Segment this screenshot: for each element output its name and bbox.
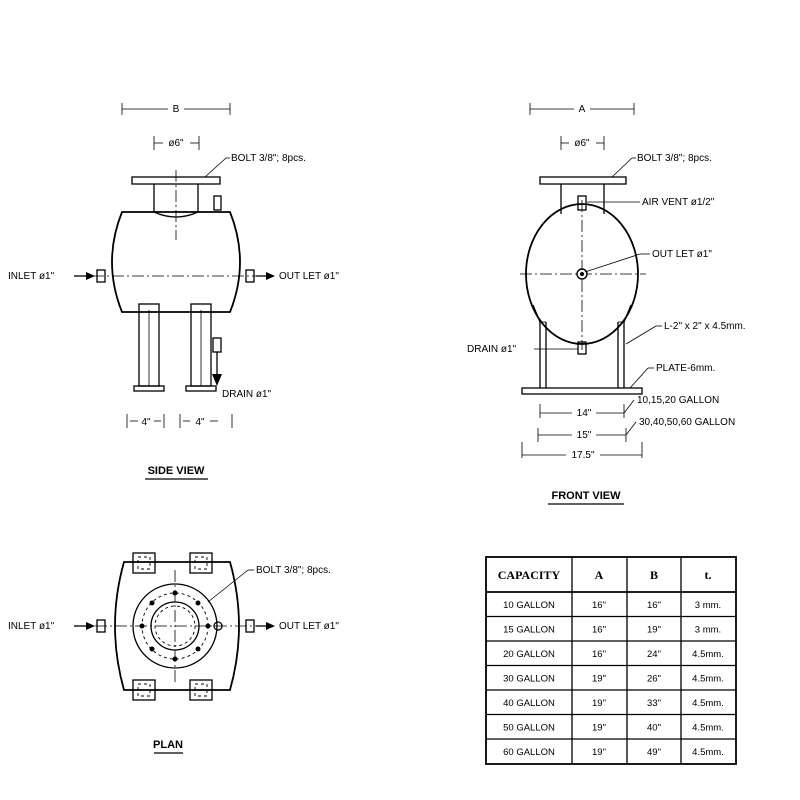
air-vent-label: AIR VENT ø1/2" — [642, 197, 715, 208]
plan-body — [114, 561, 240, 691]
table-cell: 19" — [592, 698, 606, 709]
table-cell: 40" — [647, 722, 661, 733]
front-dim-neck-label: ø6" — [574, 138, 590, 149]
side-view: B ø6" — [8, 103, 339, 480]
table-cell: 33" — [647, 698, 661, 709]
plan-outlet-arrow — [266, 622, 275, 630]
dim-a-label: A — [579, 104, 586, 115]
table-cell: 19" — [592, 673, 606, 684]
table-cell: 4.5mm. — [692, 722, 724, 733]
front-dimension-neck: ø6" — [560, 136, 605, 150]
table-capacity-cell: 15 GALLON — [503, 624, 555, 635]
table-cell: 16" — [592, 624, 606, 635]
table-capacity-cell: 20 GALLON — [503, 649, 555, 660]
front-view: A ø6" BO — [467, 103, 746, 505]
table-cell: 16" — [592, 649, 606, 660]
outlet-nipple — [245, 269, 255, 283]
plan-outlet-label: OUT LET ø1" — [279, 621, 339, 632]
leg-dimensions: 4" 4" — [126, 414, 233, 428]
table-header-cell: t. — [705, 568, 712, 582]
support-frame — [521, 304, 643, 395]
base-plate — [521, 387, 643, 395]
table-capacity-cell: 60 GALLON — [503, 747, 555, 758]
plan-bolt-label: BOLT 3/8"; 8pcs. — [256, 565, 331, 576]
legs — [133, 303, 217, 392]
plan-leg-pads — [132, 552, 213, 701]
inlet-nipple — [96, 269, 106, 283]
side-outlet-label: OUT LET ø1" — [279, 271, 339, 282]
side-drain-label: DRAIN ø1" — [222, 389, 272, 400]
dimension-a: A — [529, 103, 635, 115]
table-capacity-cell: 50 GALLON — [503, 722, 555, 733]
dim-15-label: 15" — [577, 430, 592, 441]
plan-inlet-label: INLET ø1" — [8, 621, 55, 632]
table-cell: 4.5mm. — [692, 698, 724, 709]
table-cell: 4.5mm. — [692, 649, 724, 660]
table-cell: 19" — [592, 722, 606, 733]
table-cell: 3 mm. — [695, 600, 721, 611]
plan-vent — [213, 621, 223, 631]
dim-b-label: B — [173, 104, 180, 115]
drain-arrow-head — [212, 374, 222, 386]
drain-nipple — [212, 337, 222, 353]
dimension-b: B — [121, 103, 231, 115]
vent-nipple — [213, 195, 222, 211]
table-capacity-cell: 10 GALLON — [503, 600, 555, 611]
front-top-flange — [539, 176, 627, 185]
dim-neck-label: ø6" — [168, 138, 184, 149]
cap-small-label: 10,15,20 GALLON — [637, 395, 719, 406]
vessel-body — [111, 211, 241, 313]
plan-inlet-nipple — [96, 619, 106, 633]
dimension-neck: ø6" — [153, 136, 200, 150]
dim-right-label: 4" — [195, 417, 205, 428]
table-cell: 49" — [647, 747, 661, 758]
front-view-title: FRONT VIEW — [551, 490, 621, 502]
table-cell: 24" — [647, 649, 661, 660]
front-drain-label: DRAIN ø1" — [467, 344, 517, 355]
table-header-cell: CAPACITY — [498, 568, 561, 582]
dim-left-label: 4" — [141, 417, 151, 428]
table-capacity-cell: 30 GALLON — [503, 673, 555, 684]
table-cell: 4.5mm. — [692, 673, 724, 684]
dim-14-label: 14" — [577, 408, 592, 419]
base-dimensions: 14" 10,15,20 GALLON 15" 30,40,50,60 GALL… — [521, 395, 735, 461]
cap-large-label: 30,40,50,60 GALLON — [639, 417, 735, 428]
plan-outlet-nipple — [245, 619, 255, 633]
dim-17-5-label: 17.5" — [571, 450, 594, 461]
table-cell: 26" — [647, 673, 661, 684]
side-inlet-label: INLET ø1" — [8, 271, 55, 282]
outlet-arrow — [266, 272, 275, 280]
plan-inlet-arrow — [86, 622, 95, 630]
side-bolt-label: BOLT 3/8"; 8pcs. — [231, 153, 306, 164]
plate-label: PLATE-6mm. — [656, 363, 715, 374]
angle-label: L-2" x 2" x 4.5mm. — [664, 321, 746, 332]
table-header-cell: B — [650, 568, 658, 582]
table-cell: 16" — [592, 600, 606, 611]
table-cell: 3 mm. — [695, 624, 721, 635]
plan-title: PLAN — [153, 739, 183, 751]
front-outlet-label: OUT LET ø1" — [652, 249, 712, 260]
table-cell: 19" — [647, 624, 661, 635]
table-cell: 19" — [592, 747, 606, 758]
table-capacity-cell: 40 GALLON — [503, 698, 555, 709]
front-bolt-label: BOLT 3/8"; 8pcs. — [637, 153, 712, 164]
side-view-title: SIDE VIEW — [148, 465, 205, 477]
plan-view: BOLT 3/8"; 8pcs. INLET ø1" OUT LET ø1" P… — [8, 552, 339, 754]
front-drain-nipple — [577, 341, 587, 355]
table-cell: 4.5mm. — [692, 747, 724, 758]
table-cell: 16" — [647, 600, 661, 611]
inlet-arrow — [86, 272, 95, 280]
table-header-cell: A — [595, 568, 604, 582]
